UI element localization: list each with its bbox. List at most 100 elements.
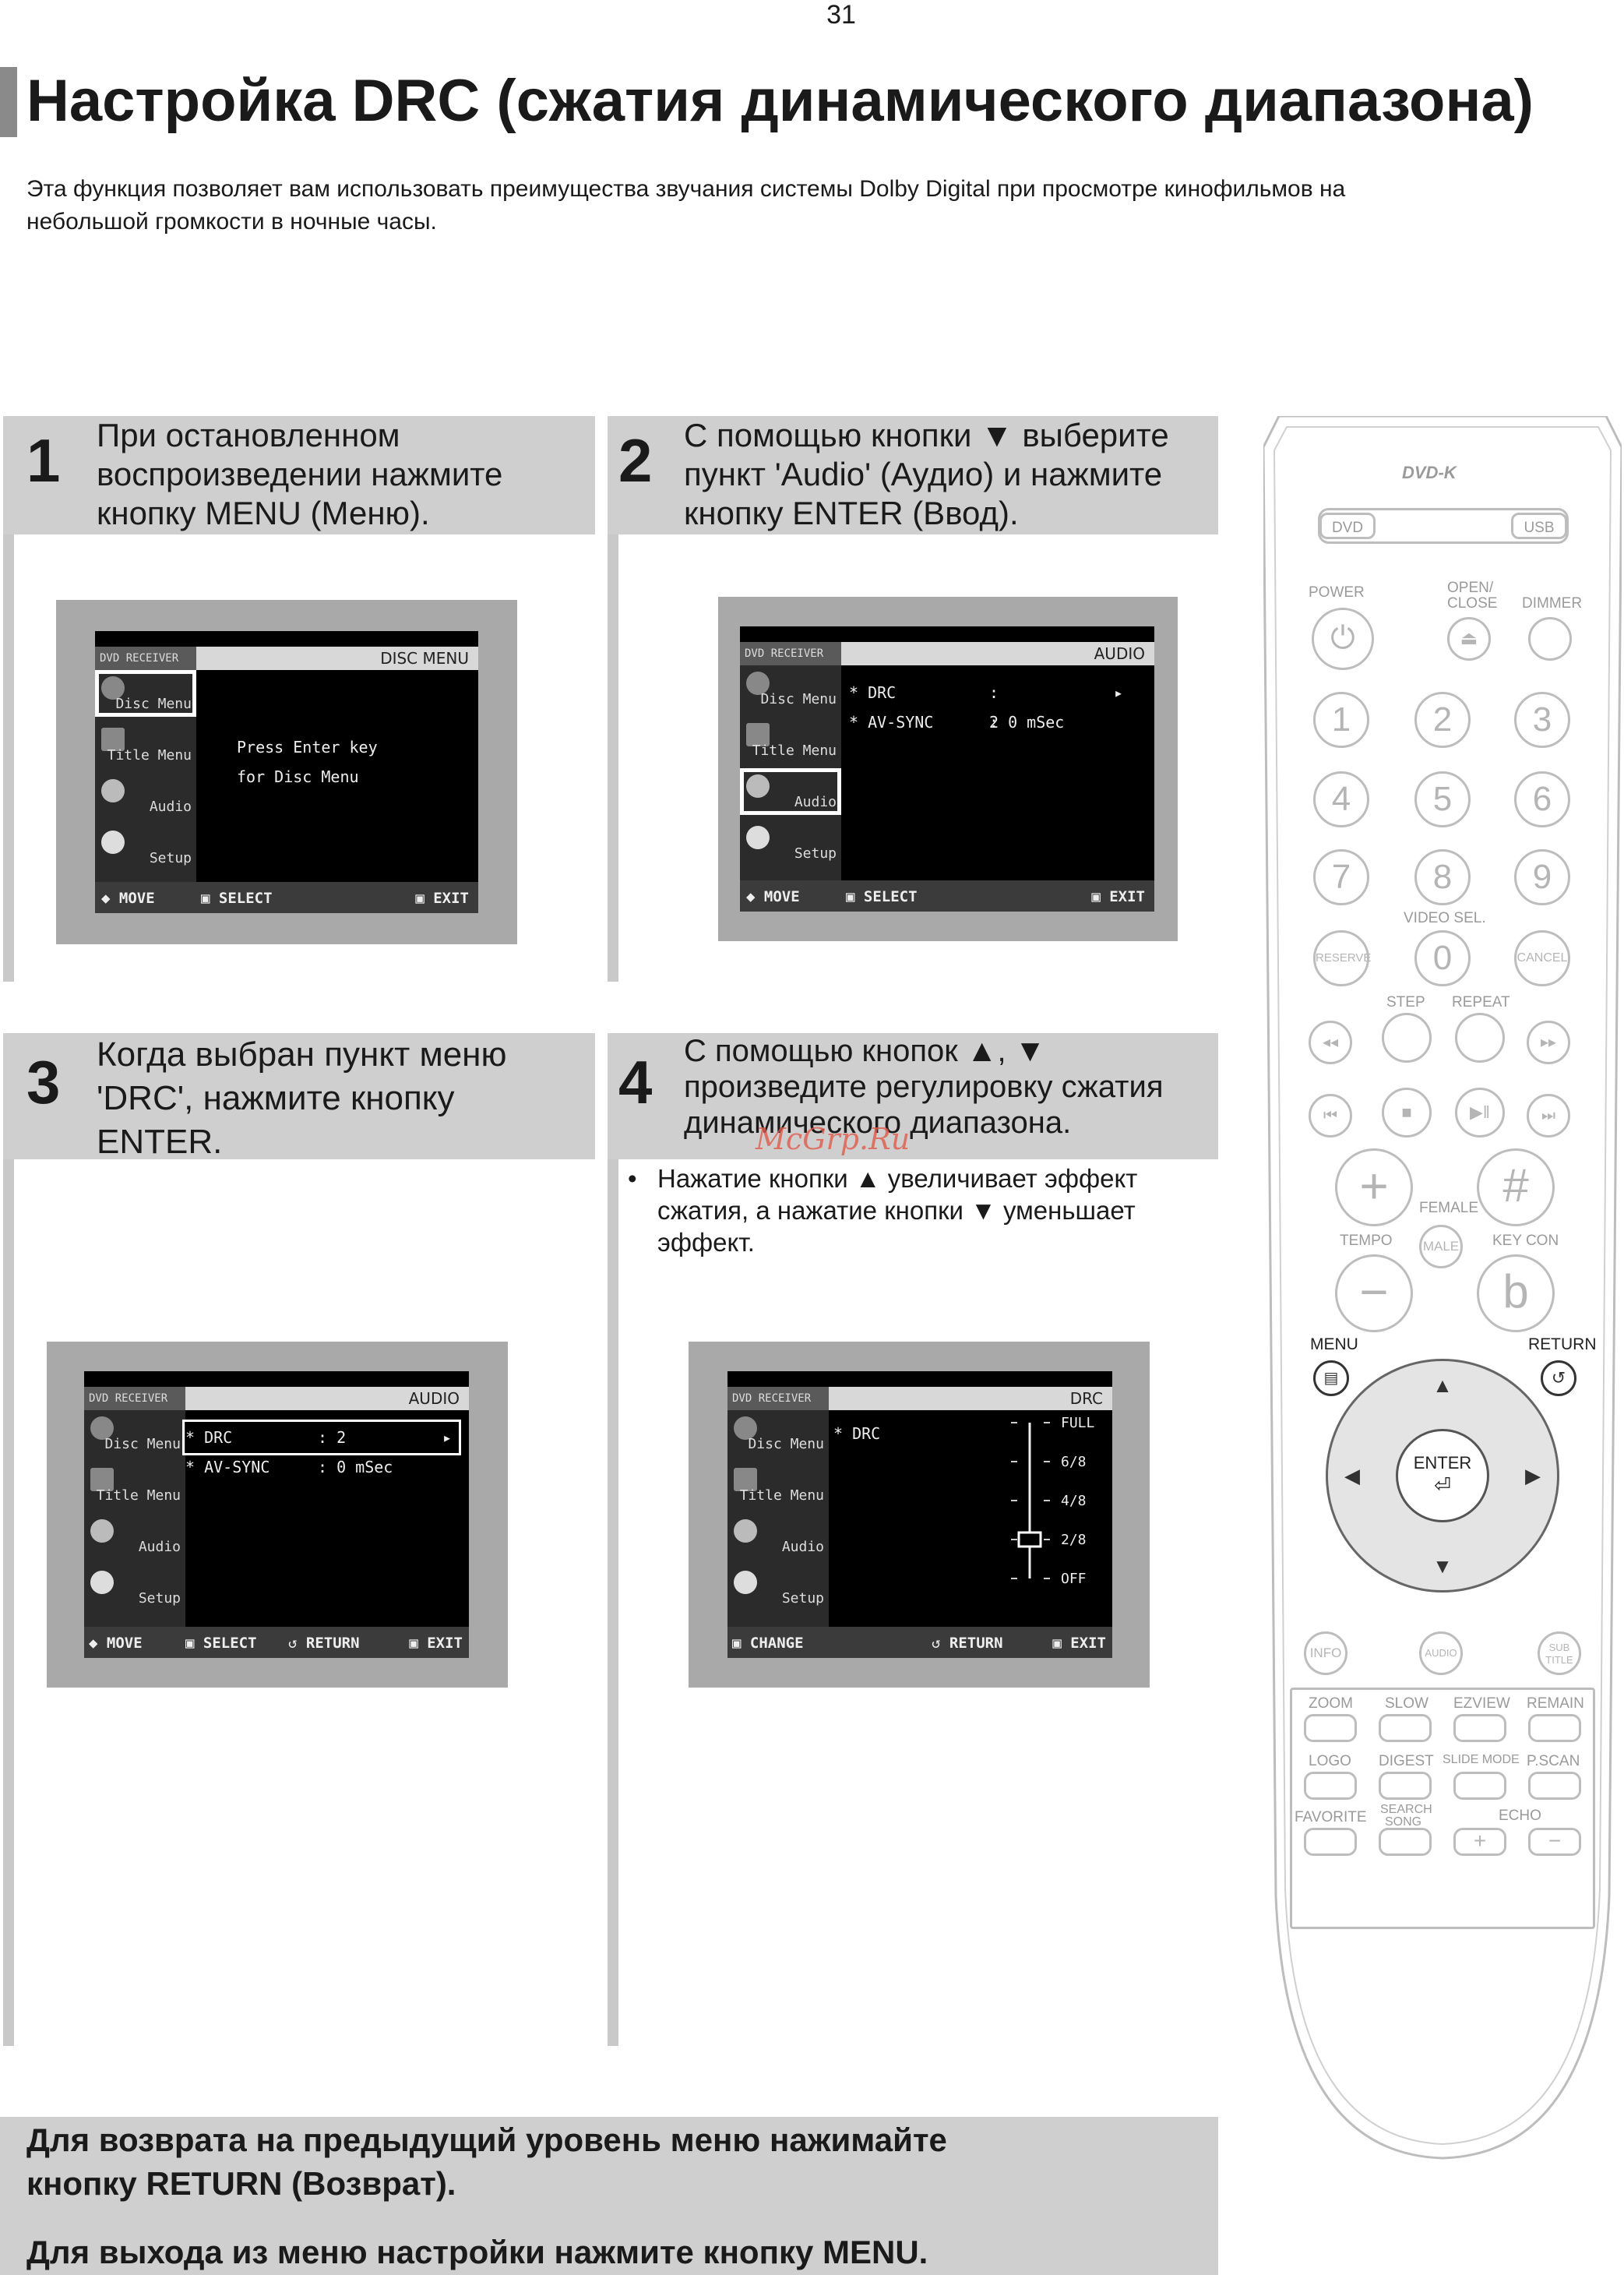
digit-5-button[interactable]: 5 bbox=[1414, 771, 1471, 827]
favorite-button[interactable] bbox=[1304, 1828, 1357, 1856]
digit-7-button[interactable]: 7 bbox=[1313, 849, 1369, 905]
fast-forward-button[interactable]: ▸▸ bbox=[1527, 1021, 1570, 1064]
digit-9-button[interactable]: 9 bbox=[1514, 849, 1570, 905]
osd-screen: DVD RECEIVER DISC MENU Disc Menu Title M… bbox=[95, 631, 478, 913]
slide-mode-button[interactable] bbox=[1453, 1772, 1506, 1800]
remain-button[interactable] bbox=[1528, 1714, 1581, 1742]
rewind-button[interactable]: ◂◂ bbox=[1309, 1021, 1352, 1064]
osd-select: ▣ SELECT bbox=[846, 888, 918, 905]
osd-item-title-menu: Title Menu bbox=[740, 717, 841, 764]
digest-button[interactable] bbox=[1379, 1772, 1432, 1800]
osd-footer: ◆ MOVE ▣ SELECT ↺ RETURN ▣ EXIT bbox=[84, 1627, 469, 1658]
step-1-header: 1 При остановленном воспроизведении нажм… bbox=[3, 416, 595, 534]
osd-options: * DRC: 2▸ * AV-SYNC: 0 mSec bbox=[182, 1420, 461, 1482]
key-con-down-button[interactable]: b bbox=[1477, 1254, 1555, 1332]
digit-2-button[interactable]: 2 bbox=[1414, 692, 1471, 748]
audio-button[interactable]: AUDIO bbox=[1419, 1631, 1463, 1675]
up-arrow-button[interactable]: ▲ bbox=[1432, 1374, 1453, 1397]
title-icon bbox=[90, 1468, 114, 1491]
step-2-line-1: С помощью кнопки ▼ выберите bbox=[684, 417, 1169, 453]
next-icon: ⏭ bbox=[1541, 1107, 1555, 1124]
dimmer-button[interactable] bbox=[1528, 617, 1572, 661]
osd-move: ◆ MOVE bbox=[746, 888, 800, 905]
power-button[interactable]: ⏻ bbox=[1312, 608, 1374, 670]
search-song-button[interactable] bbox=[1379, 1828, 1432, 1856]
step-2-line-2: пункт 'Audio' (Аудио) и нажмите bbox=[684, 456, 1163, 492]
menu-button[interactable]: ▤ bbox=[1313, 1360, 1349, 1396]
step-1-rule bbox=[3, 416, 14, 982]
slide-mode-label: SLIDE MODE bbox=[1443, 1753, 1520, 1766]
osd-brand: DVD RECEIVER bbox=[740, 642, 841, 665]
open-close-button[interactable]: ⏏ bbox=[1447, 617, 1491, 661]
step-1-line-2: воспроизведении нажмите bbox=[97, 456, 503, 492]
osd-option-drc: * DRC: 2▸ bbox=[849, 683, 1124, 732]
disc-icon bbox=[746, 672, 770, 695]
osd-screen: DVD RECEIVER DRC Disc Menu Title Menu Au… bbox=[727, 1371, 1112, 1658]
male-button[interactable]: MALE bbox=[1419, 1225, 1463, 1268]
title-icon bbox=[101, 728, 125, 751]
dvd-button[interactable]: DVD bbox=[1319, 513, 1376, 539]
osd-item-audio: Audio bbox=[84, 1513, 185, 1560]
reserve-button[interactable]: RESERVE bbox=[1313, 930, 1371, 986]
intro-line-1: Эта функция позволяет вам использовать п… bbox=[26, 176, 1346, 202]
pscan-button[interactable] bbox=[1528, 1772, 1581, 1800]
echo-label: ECHO bbox=[1499, 1808, 1541, 1824]
play-pause-button[interactable]: ▶‖ bbox=[1455, 1088, 1505, 1138]
osd-item-title-menu: Title Menu bbox=[84, 1462, 185, 1508]
osd-item-audio: Audio bbox=[95, 773, 196, 820]
echo-down-button[interactable]: − bbox=[1528, 1828, 1581, 1856]
step-4-line-2: произведите регулировку сжатия bbox=[684, 1070, 1164, 1104]
digit-4-button[interactable]: 4 bbox=[1313, 771, 1369, 827]
osd-header-title: DISC MENU bbox=[380, 649, 469, 668]
tempo-up-button[interactable]: + bbox=[1335, 1148, 1413, 1226]
osd-screen: DVD RECEIVER AUDIO Disc Menu Title Menu … bbox=[740, 626, 1154, 912]
drc-scale-label: 2/8 bbox=[1061, 1532, 1087, 1548]
osd-header-title: AUDIO bbox=[408, 1389, 460, 1408]
step-2-rule bbox=[608, 416, 618, 982]
pscan-label: P.SCAN bbox=[1527, 1753, 1580, 1769]
slow-button[interactable] bbox=[1379, 1714, 1432, 1742]
echo-up-button[interactable]: + bbox=[1453, 1828, 1506, 1856]
slow-label: SLOW bbox=[1385, 1695, 1428, 1712]
digit-8-button[interactable]: 8 bbox=[1414, 849, 1471, 905]
tempo-down-button[interactable]: − bbox=[1335, 1254, 1413, 1332]
enter-button[interactable]: ENTER ⏎ bbox=[1396, 1429, 1489, 1522]
logo-label: LOGO bbox=[1309, 1753, 1351, 1769]
previous-button[interactable]: ⏮ bbox=[1309, 1094, 1352, 1138]
repeat-label: REPEAT bbox=[1452, 994, 1510, 1011]
usb-button[interactable]: USB bbox=[1511, 513, 1567, 539]
cancel-button[interactable]: CANCEL bbox=[1514, 930, 1570, 986]
step-3-rule bbox=[3, 1033, 14, 2046]
digit-1-button[interactable]: 1 bbox=[1313, 692, 1369, 748]
right-arrow-button[interactable]: ▶ bbox=[1525, 1464, 1541, 1487]
step-3-screenshot: DVD RECEIVER AUDIO Disc Menu Title Menu … bbox=[47, 1342, 508, 1688]
ezview-button[interactable] bbox=[1453, 1714, 1506, 1742]
digit-0-button[interactable]: 0 bbox=[1414, 930, 1471, 986]
step-1-number: 1 bbox=[26, 426, 61, 495]
key-con-label: KEY CON bbox=[1492, 1233, 1559, 1249]
left-arrow-button[interactable]: ◀ bbox=[1344, 1464, 1360, 1487]
digit-3-button[interactable]: 3 bbox=[1514, 692, 1570, 748]
info-button[interactable]: INFO bbox=[1304, 1631, 1347, 1675]
gear-icon bbox=[101, 831, 125, 854]
speaker-icon bbox=[90, 1519, 114, 1543]
drc-scale-label: 6/8 bbox=[1061, 1454, 1087, 1470]
disc-icon bbox=[734, 1416, 757, 1440]
next-button[interactable]: ⏭ bbox=[1527, 1094, 1570, 1138]
zoom-button[interactable] bbox=[1304, 1714, 1357, 1742]
stop-button[interactable]: ■ bbox=[1382, 1088, 1432, 1138]
return-button[interactable]: ↺ bbox=[1541, 1360, 1576, 1396]
ezview-label: EZVIEW bbox=[1453, 1695, 1510, 1712]
digit-6-button[interactable]: 6 bbox=[1514, 771, 1570, 827]
play-pause-icon: ▶‖ bbox=[1469, 1102, 1490, 1122]
repeat-button[interactable] bbox=[1455, 1013, 1505, 1063]
watermark: McGrp.Ru bbox=[756, 1122, 911, 1156]
logo-button[interactable] bbox=[1304, 1772, 1357, 1800]
step-button[interactable] bbox=[1382, 1013, 1432, 1063]
down-arrow-button[interactable]: ▼ bbox=[1432, 1554, 1453, 1578]
step-2-header: 2 С помощью кнопки ▼ выберите пункт 'Aud… bbox=[608, 416, 1218, 534]
female-label: FEMALE bbox=[1419, 1200, 1479, 1216]
key-con-up-button[interactable]: # bbox=[1477, 1148, 1555, 1226]
previous-icon: ⏮ bbox=[1323, 1107, 1337, 1124]
